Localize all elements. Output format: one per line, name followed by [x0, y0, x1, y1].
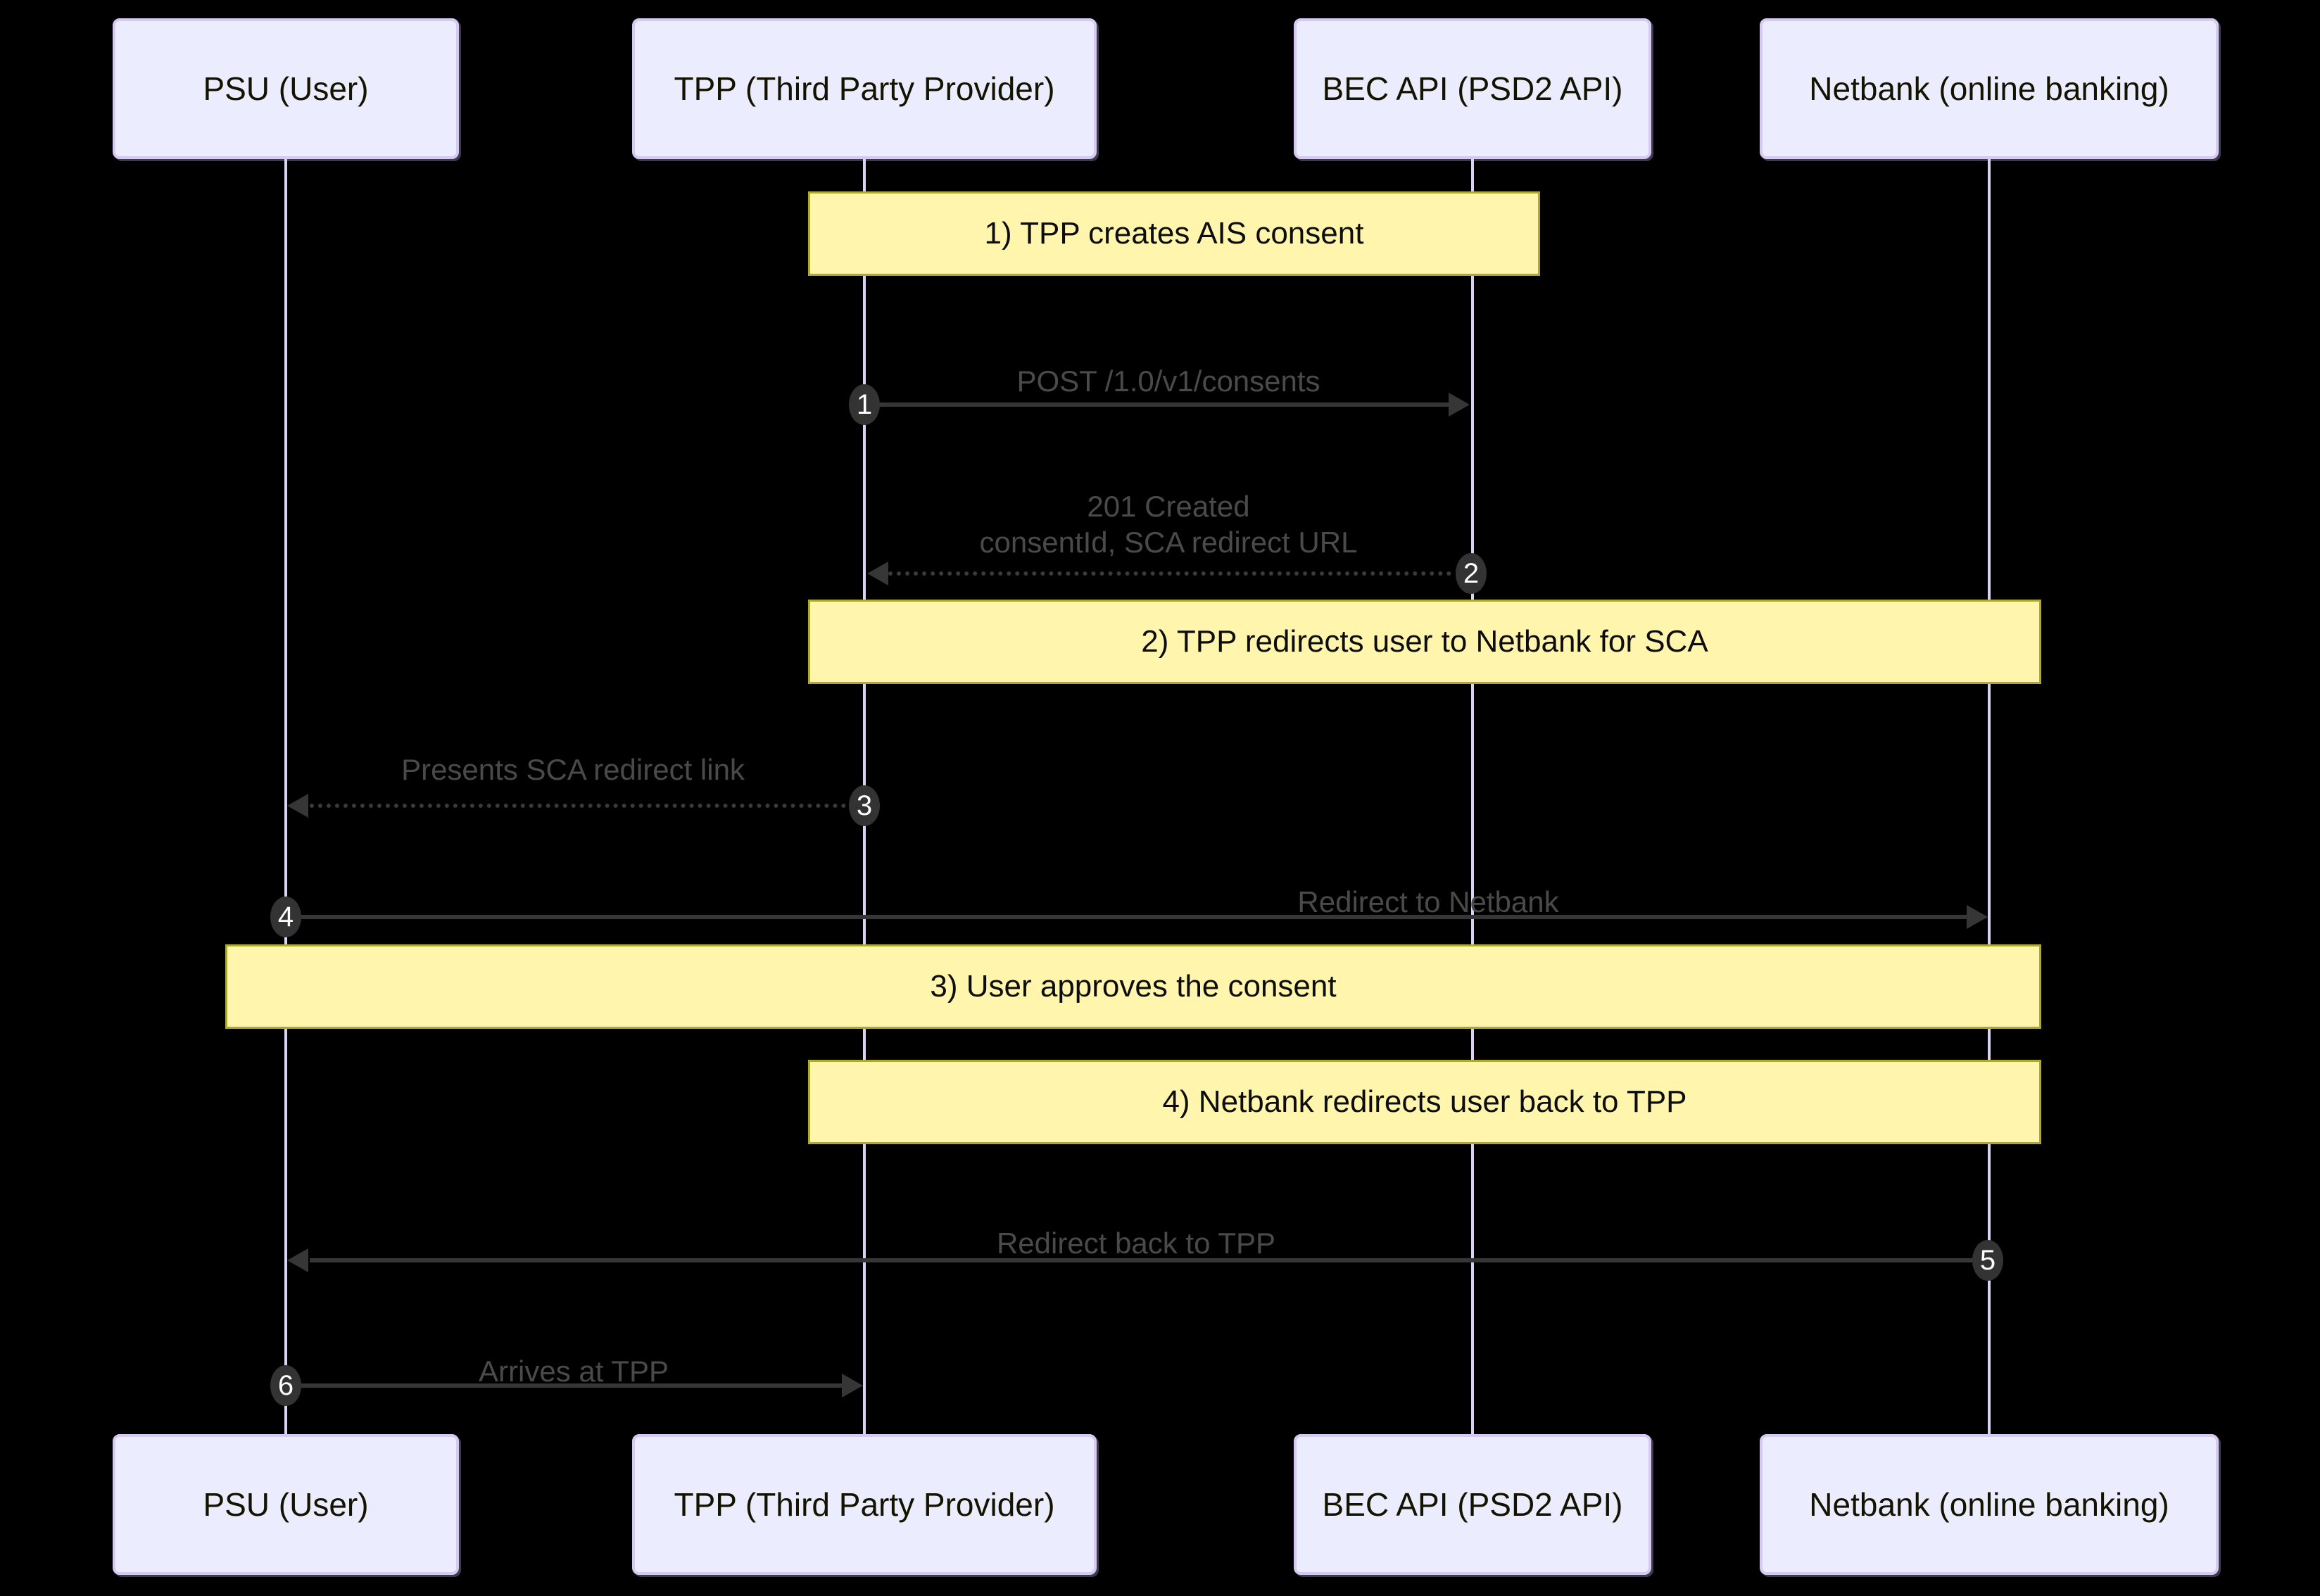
participant-label-psu-top: PSU (User)	[203, 70, 369, 107]
sequence-badge-4-text: 4	[277, 901, 294, 932]
sequence-badge-3: 3	[849, 785, 880, 826]
participant-label-tpp-bottom: TPP (Third Party Provider)	[674, 1486, 1055, 1523]
participant-box-tpp-bottom[interactable]: TPP (Third Party Provider)	[632, 1434, 1097, 1575]
note-text-3: 3) User approves the consent	[930, 969, 1337, 1003]
participant-label-bec-bottom: BEC API (PSD2 API)	[1322, 1486, 1623, 1523]
message-label-4-text: Redirect to Netbank	[1297, 885, 1559, 919]
note-user-approves-consent: 3) User approves the consent	[225, 944, 2041, 1029]
lifeline-psu	[284, 159, 287, 1434]
participant-label-psu-bottom: PSU (User)	[203, 1486, 369, 1523]
message-arrowhead-2	[867, 562, 888, 585]
note-tpp-redirects-user: 2) TPP redirects user to Netbank for SCA	[808, 600, 2041, 684]
participant-box-tpp-top[interactable]: TPP (Third Party Provider)	[632, 18, 1097, 159]
lifeline-bec	[1471, 159, 1474, 1434]
message-label-2-text: 201 Created consentId, SCA redirect URL	[979, 490, 1358, 559]
message-arrowhead-1	[1449, 393, 1470, 417]
message-arrowhead-3	[287, 794, 308, 818]
message-arrowhead-6	[842, 1374, 863, 1398]
message-line-3	[310, 804, 863, 808]
message-line-1	[864, 403, 1449, 407]
note-netbank-redirects-back: 4) Netbank redirects user back to TPP	[808, 1060, 2041, 1144]
note-text-2: 2) TPP redirects user to Netbank for SCA	[1141, 624, 1708, 659]
sequence-badge-6: 6	[270, 1365, 301, 1406]
note-text-4: 4) Netbank redirects user back to TPP	[1162, 1084, 1687, 1119]
sequence-badge-3-text: 3	[856, 790, 873, 821]
participant-label-netbank-bottom: Netbank (online banking)	[1809, 1486, 2169, 1523]
message-arrowhead-5	[287, 1248, 308, 1272]
message-line-5	[310, 1258, 1989, 1262]
participant-label-bec-top: BEC API (PSD2 API)	[1322, 70, 1623, 107]
participant-label-tpp-top: TPP (Third Party Provider)	[674, 70, 1055, 107]
participant-label-netbank-top: Netbank (online banking)	[1809, 70, 2169, 107]
message-label-3: Presents SCA redirect link	[284, 716, 862, 787]
message-label-5-text: Redirect back to TPP	[996, 1227, 1276, 1260]
sequence-badge-1-text: 1	[856, 388, 873, 420]
participant-box-psu-top[interactable]: PSU (User)	[113, 18, 459, 159]
message-line-2	[888, 571, 1451, 576]
note-tpp-creates-consent: 1) TPP creates AIS consent	[808, 191, 1540, 276]
message-label-1: POST /1.0/v1/consents	[866, 327, 1471, 399]
participant-box-netbank-top[interactable]: Netbank (online banking)	[1760, 18, 2219, 159]
sequence-badge-4: 4	[270, 897, 301, 937]
sequence-badge-5-text: 5	[1979, 1244, 1996, 1276]
participant-box-bec-top[interactable]: BEC API (PSD2 API)	[1294, 18, 1651, 159]
message-line-4	[286, 915, 1967, 919]
sequence-badge-2-text: 2	[1463, 557, 1480, 589]
participant-box-bec-bottom[interactable]: BEC API (PSD2 API)	[1294, 1434, 1651, 1575]
message-line-6	[286, 1383, 842, 1388]
message-label-2: 201 Created consentId, SCA redirect URL	[866, 452, 1471, 561]
participant-box-psu-bottom[interactable]: PSU (User)	[113, 1434, 459, 1575]
message-label-6-text: Arrives at TPP	[479, 1355, 669, 1388]
message-label-4: Redirect to Netbank	[866, 848, 1991, 920]
sequence-badge-1: 1	[849, 384, 880, 425]
sequence-badge-5: 5	[1972, 1240, 2003, 1281]
message-label-3-text: Presents SCA redirect link	[401, 753, 745, 787]
participant-box-netbank-bottom[interactable]: Netbank (online banking)	[1760, 1434, 2219, 1575]
sequence-badge-6-text: 6	[277, 1369, 294, 1401]
message-label-1-text: POST /1.0/v1/consents	[1016, 365, 1320, 398]
lifeline-netbank	[1988, 159, 1991, 1434]
message-label-6: Arrives at TPP	[284, 1317, 863, 1389]
message-arrowhead-4	[1967, 905, 1988, 929]
note-text-1: 1) TPP creates AIS consent	[984, 216, 1364, 251]
message-label-5: Redirect back to TPP	[284, 1189, 1988, 1261]
sequence-badge-2: 2	[1456, 553, 1487, 594]
